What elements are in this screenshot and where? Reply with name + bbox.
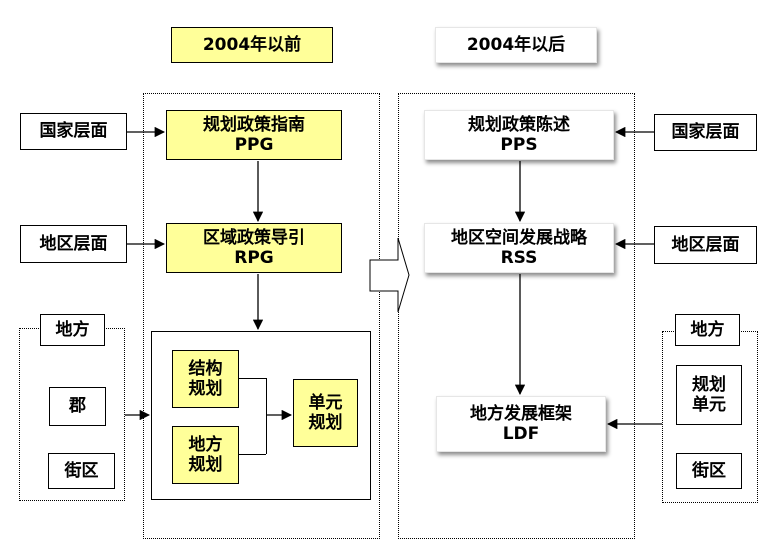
header-before-label: 2004年以前 — [202, 34, 302, 55]
left-district-label: 街区 — [64, 460, 99, 481]
connector-local — [239, 454, 266, 455]
header-after-label: 2004年以后 — [466, 34, 566, 55]
right-local-label: 地方 — [690, 319, 725, 340]
ppg-abbr: PPG — [234, 135, 274, 155]
unitary-plan-line1: 单元 — [308, 392, 343, 413]
right-unitary: 规划 单元 — [676, 365, 742, 425]
connector-structure — [239, 378, 266, 379]
right-national-level: 国家层面 — [654, 114, 757, 151]
unitary-plan-line2: 规划 — [308, 413, 343, 433]
pps-abbr: PPS — [500, 135, 538, 155]
pps-name: 规划政策陈述 — [468, 114, 570, 135]
right-district-label: 街区 — [692, 460, 726, 481]
plans-frame — [151, 331, 371, 500]
left-local-label: 地方 — [55, 319, 90, 340]
left-frame — [143, 93, 380, 539]
right-national-label: 国家层面 — [671, 122, 740, 143]
right-unitary-line1: 规划 — [692, 374, 726, 395]
unitary-plan: 单元 规划 — [293, 379, 358, 447]
ldf-abbr: LDF — [502, 424, 540, 444]
left-district: 街区 — [48, 453, 115, 489]
right-local-label-box: 地方 — [675, 314, 740, 346]
local-plan-line2: 规划 — [188, 455, 223, 475]
right-regional-level: 地区层面 — [654, 226, 757, 264]
rss-name: 地区空间发展战略 — [451, 227, 587, 248]
rss-abbr: RSS — [500, 248, 538, 268]
left-national-level: 国家层面 — [20, 113, 127, 150]
local-plan: 地方 规划 — [172, 426, 239, 484]
rpg-box: 区域政策导引 RPG — [166, 223, 342, 273]
rpg-abbr: RPG — [234, 248, 274, 268]
right-frame — [398, 93, 635, 539]
structure-plan: 结构 规划 — [172, 350, 239, 408]
ldf-box: 地方发展框架 LDF — [436, 396, 606, 452]
structure-plan-line2: 规划 — [188, 379, 223, 399]
rss-box: 地区空间发展战略 RSS — [424, 223, 614, 273]
local-plan-line1: 地方 — [188, 434, 223, 455]
header-before-2004: 2004年以前 — [171, 27, 333, 63]
left-local-label-box: 地方 — [40, 314, 105, 346]
connector-vertical — [266, 378, 267, 454]
structure-plan-line1: 结构 — [188, 358, 223, 379]
left-regional-label: 地区层面 — [39, 233, 108, 254]
left-national-label: 国家层面 — [39, 121, 108, 142]
left-regional-level: 地区层面 — [20, 225, 127, 263]
right-regional-label: 地区层面 — [671, 234, 740, 255]
right-unitary-line2: 单元 — [692, 395, 726, 415]
transition-block-arrow — [369, 237, 410, 313]
ppg-name: 规划政策指南 — [203, 114, 305, 135]
ldf-name: 地方发展框架 — [470, 403, 572, 424]
rpg-name: 区域政策导引 — [203, 227, 305, 248]
left-county-label: 郡 — [69, 396, 86, 417]
pps-box: 规划政策陈述 PPS — [424, 110, 614, 160]
ppg-box: 规划政策指南 PPG — [166, 110, 342, 160]
left-county: 郡 — [49, 387, 106, 426]
header-after-2004: 2004年以后 — [435, 27, 597, 63]
right-district: 街区 — [676, 453, 742, 489]
